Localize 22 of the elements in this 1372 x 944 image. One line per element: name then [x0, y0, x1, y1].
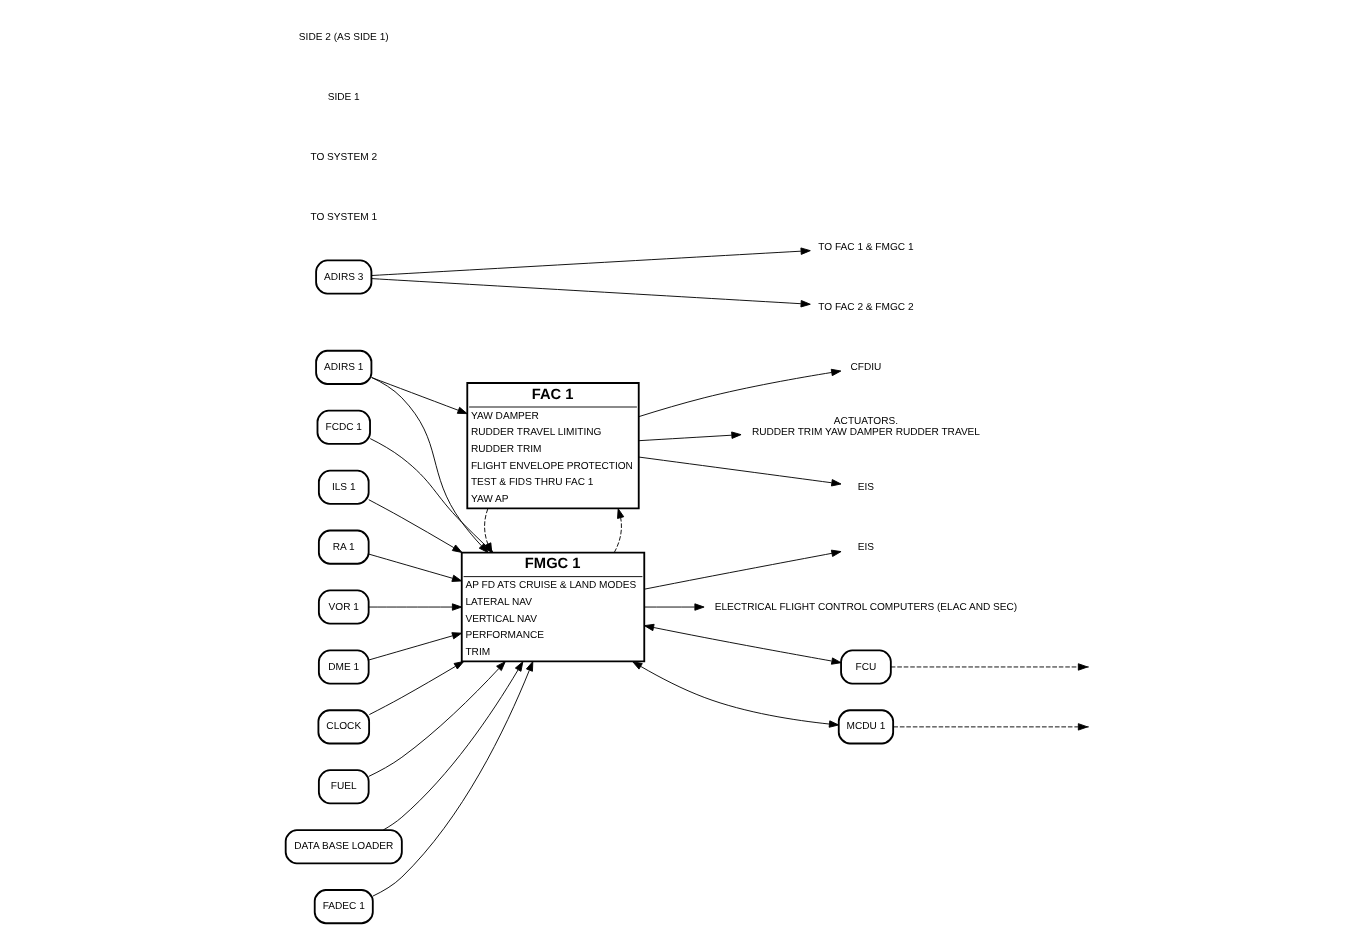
- arrow: [612, 508, 624, 553]
- arrow: [370, 377, 467, 415]
- arrow: [370, 278, 810, 308]
- arrow: [367, 661, 505, 777]
- arrow: [643, 623, 841, 665]
- arrow: [637, 368, 841, 418]
- arrow: [367, 632, 462, 661]
- arrow: [370, 376, 488, 553]
- arrow: [367, 661, 464, 716]
- arrow: [367, 603, 462, 611]
- arrow: [637, 456, 841, 487]
- arrow: [642, 603, 704, 611]
- arrow: [631, 661, 839, 728]
- arrow: [381, 661, 523, 831]
- arrow: [367, 499, 462, 553]
- arrow: [637, 431, 741, 442]
- arrow: [370, 247, 810, 276]
- arrow: [643, 549, 841, 590]
- arrow: [367, 553, 462, 582]
- arrow: [892, 723, 1087, 731]
- arrow: [889, 663, 1087, 671]
- arrow: [371, 661, 533, 897]
